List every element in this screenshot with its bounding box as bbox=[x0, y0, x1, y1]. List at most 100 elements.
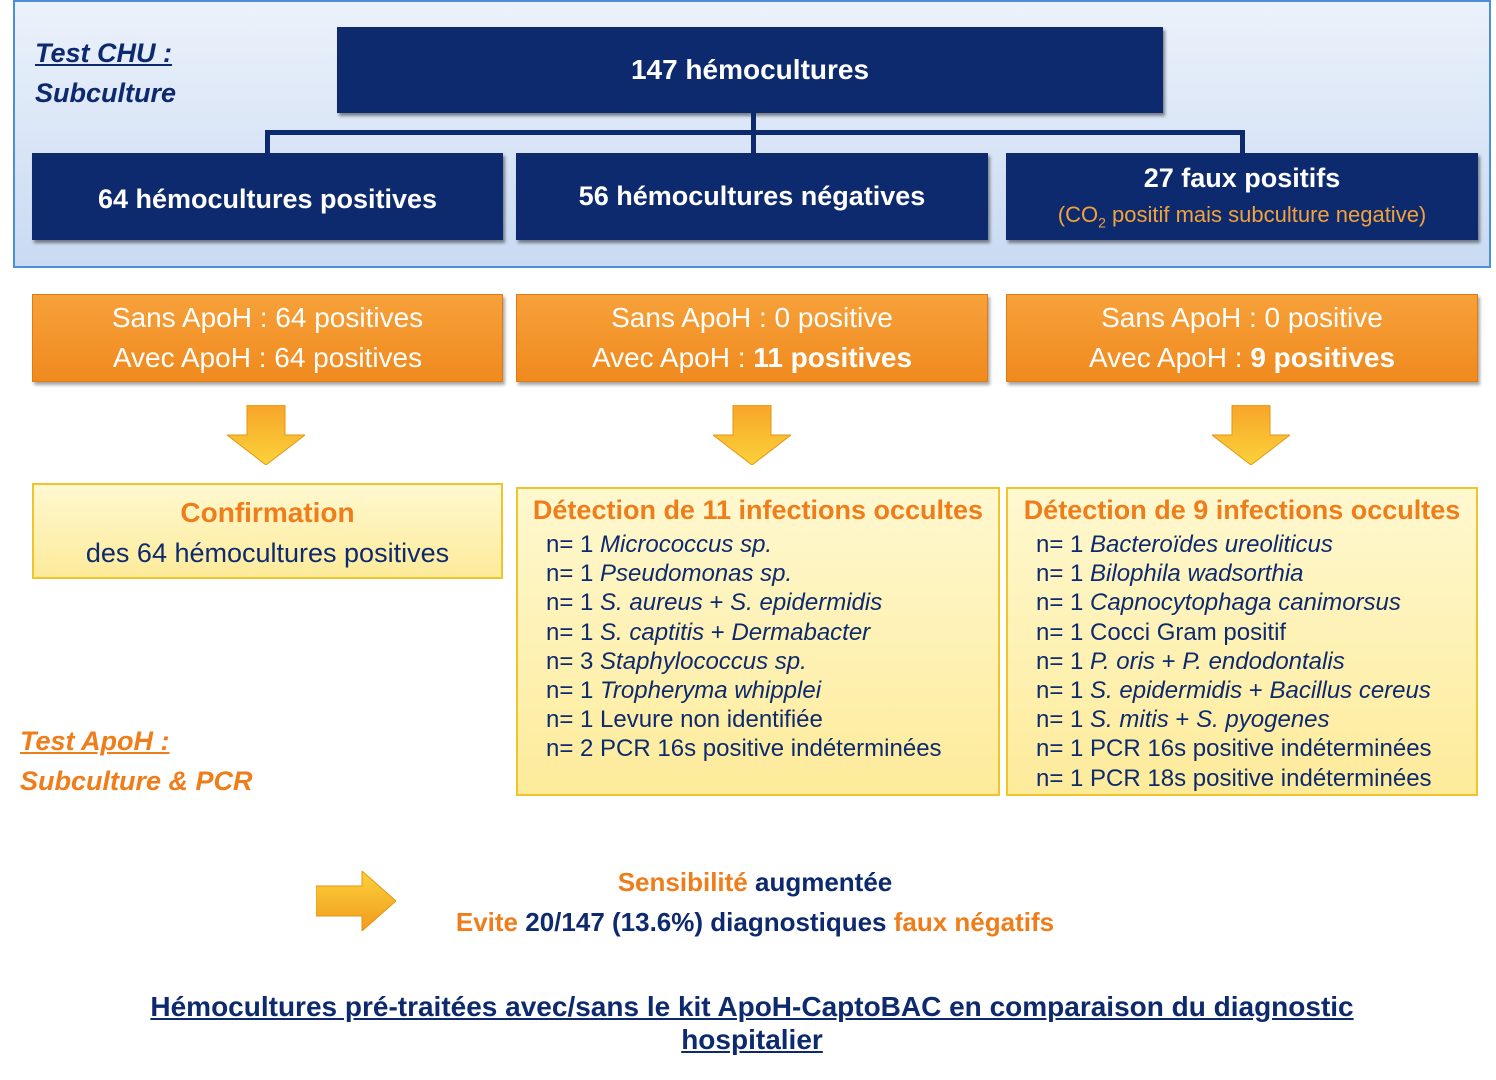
orange-box-false-positive: Sans ApoH : 0 positive Avec ApoH : 9 pos… bbox=[1006, 294, 1478, 382]
root-node-box: 147 hémocultures bbox=[337, 27, 1163, 113]
conclusion-block: Sensibilité augmentée Evite 20/147 (13.6… bbox=[400, 862, 1110, 942]
detection-11-box: Détection de 11 infections occultes n= 1… bbox=[516, 487, 1000, 796]
organism-list-item: n= 1 Pseudomonas sp. bbox=[546, 559, 998, 588]
organism-list-item: n= 2 PCR 16s positive indéterminées bbox=[546, 734, 998, 763]
orange-box-negative-line2: Avec ApoH : 11 positives bbox=[592, 338, 912, 378]
organism-count: n= 1 bbox=[1036, 764, 1091, 792]
organism-name: P. oris bbox=[1090, 647, 1155, 675]
orange-box-false-positive-line2: Avec ApoH : 9 positives bbox=[1089, 338, 1395, 378]
false-positive-note-b: positif mais subculture negative) bbox=[1105, 201, 1427, 227]
organism-list-item: n= 1 S. captitis + Dermabacter bbox=[546, 618, 998, 647]
organism-name: PCR 16s positive indéterminées bbox=[600, 735, 942, 763]
down-arrow-icon bbox=[1212, 405, 1290, 465]
confirmation-title: Confirmation bbox=[180, 497, 355, 528]
organism-list-item: n= 1 PCR 18s positive indéterminées bbox=[1036, 764, 1476, 793]
organism-name: S. aureus bbox=[600, 589, 703, 617]
organism-count: n= 1 bbox=[1036, 618, 1091, 646]
organism-name: + bbox=[1168, 706, 1197, 734]
organism-name: P. endodontalis bbox=[1182, 647, 1345, 675]
confirmation-text: des 64 hémocultures positives bbox=[85, 538, 450, 568]
organism-list-item: n= 1 S. epidermidis + Bacillus cereus bbox=[1036, 676, 1476, 705]
test-chu-label-line1: Test CHU : bbox=[35, 38, 173, 68]
organism-name: + bbox=[704, 618, 732, 646]
organism-name: Bilophila wadsorthia bbox=[1090, 560, 1304, 588]
false-positive-node-label: 27 faux positifs bbox=[1143, 162, 1341, 193]
right-arrow-icon bbox=[316, 871, 396, 931]
organism-count: n= 2 bbox=[546, 735, 601, 763]
down-arrow-icon bbox=[227, 405, 305, 465]
organism-count: n= 1 bbox=[1036, 677, 1091, 705]
organism-name: + bbox=[1154, 647, 1183, 675]
organism-count: n= 1 bbox=[546, 589, 601, 617]
organism-name: + bbox=[702, 589, 731, 617]
organism-name: Dermabacter bbox=[731, 618, 871, 646]
orange-box-false-positive-line2-bold: 9 positives bbox=[1250, 342, 1396, 373]
organism-name: Capnocytophaga canimorsus bbox=[1090, 589, 1401, 617]
false-positive-note: (CO2 positif mais subculture negative) bbox=[1058, 200, 1427, 237]
caption-line1: Hémocultures pré-traitées avec/sans le k… bbox=[150, 991, 1354, 1022]
caption-line2: hospitalier bbox=[681, 1024, 823, 1055]
organism-name: Pseudomonas sp. bbox=[600, 560, 793, 588]
organism-list-item: n= 1 Capnocytophaga canimorsus bbox=[1036, 588, 1476, 617]
orange-box-negative-line2-prefix: Avec ApoH : bbox=[591, 342, 754, 373]
orange-box-positive: Sans ApoH : 64 positives Avec ApoH : 64 … bbox=[32, 294, 503, 382]
positive-node-box: 64 hémocultures positives bbox=[32, 153, 503, 240]
orange-box-negative-line1: Sans ApoH : 0 positive bbox=[611, 302, 893, 333]
organism-count: n= 3 bbox=[546, 647, 601, 675]
organism-count: n= 1 bbox=[1036, 735, 1091, 763]
organism-list-item: n= 1 Cocci Gram positif bbox=[1036, 618, 1476, 647]
conclusion-line2: Evite 20/147 (13.6%) diagnostiques faux … bbox=[400, 902, 1110, 942]
organism-name: S. epidermidis bbox=[730, 589, 883, 617]
false-positive-note-sub: 2 bbox=[1098, 214, 1106, 231]
down-arrow-icon bbox=[713, 405, 791, 465]
false-positive-node-box: 27 faux positifs (CO2 positif mais subcu… bbox=[1006, 153, 1478, 240]
organism-list-item: n= 1 S. mitis + S. pyogenes bbox=[1036, 705, 1476, 734]
organism-count: n= 1 bbox=[1036, 589, 1091, 617]
organism-name: Bacteroïdes ureoliticus bbox=[1090, 531, 1333, 558]
test-apoh-label-line2: Subculture & PCR bbox=[20, 766, 253, 796]
connector-vertical-left bbox=[265, 130, 270, 153]
organism-count: n= 1 bbox=[1036, 531, 1091, 558]
organism-name: + bbox=[1242, 677, 1270, 705]
organism-count: n= 1 bbox=[546, 618, 601, 646]
conclusion-sensitivity: Sensibilité bbox=[617, 867, 748, 897]
conclusion-false-negatives: faux négatifs bbox=[893, 907, 1055, 937]
organism-count: n= 1 bbox=[546, 677, 601, 705]
organism-name: S. epidermidis bbox=[1090, 677, 1243, 705]
detection-11-list: n= 1 Micrococcus sp.n= 1 Pseudomonas sp.… bbox=[518, 530, 998, 764]
organism-list-item: n= 1 Micrococcus sp. bbox=[546, 530, 998, 559]
organism-name: Micrococcus sp. bbox=[600, 531, 773, 558]
orange-box-negative: Sans ApoH : 0 positive Avec ApoH : 11 po… bbox=[516, 294, 988, 382]
orange-box-negative-line2-bold: 11 positives bbox=[753, 342, 913, 373]
organism-list-item: n= 1 Tropheryma whipplei bbox=[546, 676, 998, 705]
organism-count: n= 1 bbox=[546, 531, 601, 558]
figure-caption: Hémocultures pré-traitées avec/sans le k… bbox=[90, 990, 1414, 1056]
organism-count: n= 1 bbox=[546, 706, 601, 734]
organism-name: Tropheryma whipplei bbox=[600, 677, 822, 705]
orange-box-false-positive-line2-prefix: Avec ApoH : bbox=[1088, 342, 1251, 373]
negative-node-label: 56 hémocultures négatives bbox=[578, 181, 926, 211]
false-positive-note-a: (CO bbox=[1057, 201, 1099, 227]
organism-list-item: n= 1 Bacteroïdes ureoliticus bbox=[1036, 530, 1476, 559]
organism-name: Staphylococcus sp. bbox=[600, 647, 807, 675]
test-apoh-label-line1: Test ApoH : bbox=[20, 726, 170, 756]
test-chu-label-line2: Subculture bbox=[35, 78, 177, 108]
organism-name: Levure non identifiée bbox=[600, 706, 823, 734]
conclusion-increased: augmentée bbox=[747, 867, 893, 897]
detection-9-box: Détection de 9 infections occultes n= 1 … bbox=[1006, 487, 1478, 796]
organism-list-item: n= 1 P. oris + P. endodontalis bbox=[1036, 647, 1476, 676]
organism-name: PCR 16s positive indéterminées bbox=[1090, 735, 1432, 763]
organism-list-item: n= 1 PCR 16s positive indéterminées bbox=[1036, 734, 1476, 763]
test-chu-label: Test CHU : Subculture bbox=[35, 33, 176, 113]
organism-name: S. pyogenes bbox=[1196, 706, 1330, 734]
connector-horizontal bbox=[265, 130, 1245, 135]
orange-box-positive-line2: Avec ApoH : 64 positives bbox=[112, 342, 423, 373]
connector-vertical-right bbox=[1240, 130, 1245, 153]
organism-name: S. captitis bbox=[600, 618, 705, 646]
organism-name: Bacillus cereus bbox=[1269, 677, 1431, 705]
organism-count: n= 1 bbox=[1036, 647, 1091, 675]
organism-count: n= 1 bbox=[546, 560, 601, 588]
detection-11-title: Détection de 11 infections occultes bbox=[532, 495, 984, 525]
conclusion-avoid: Evite bbox=[455, 907, 519, 937]
